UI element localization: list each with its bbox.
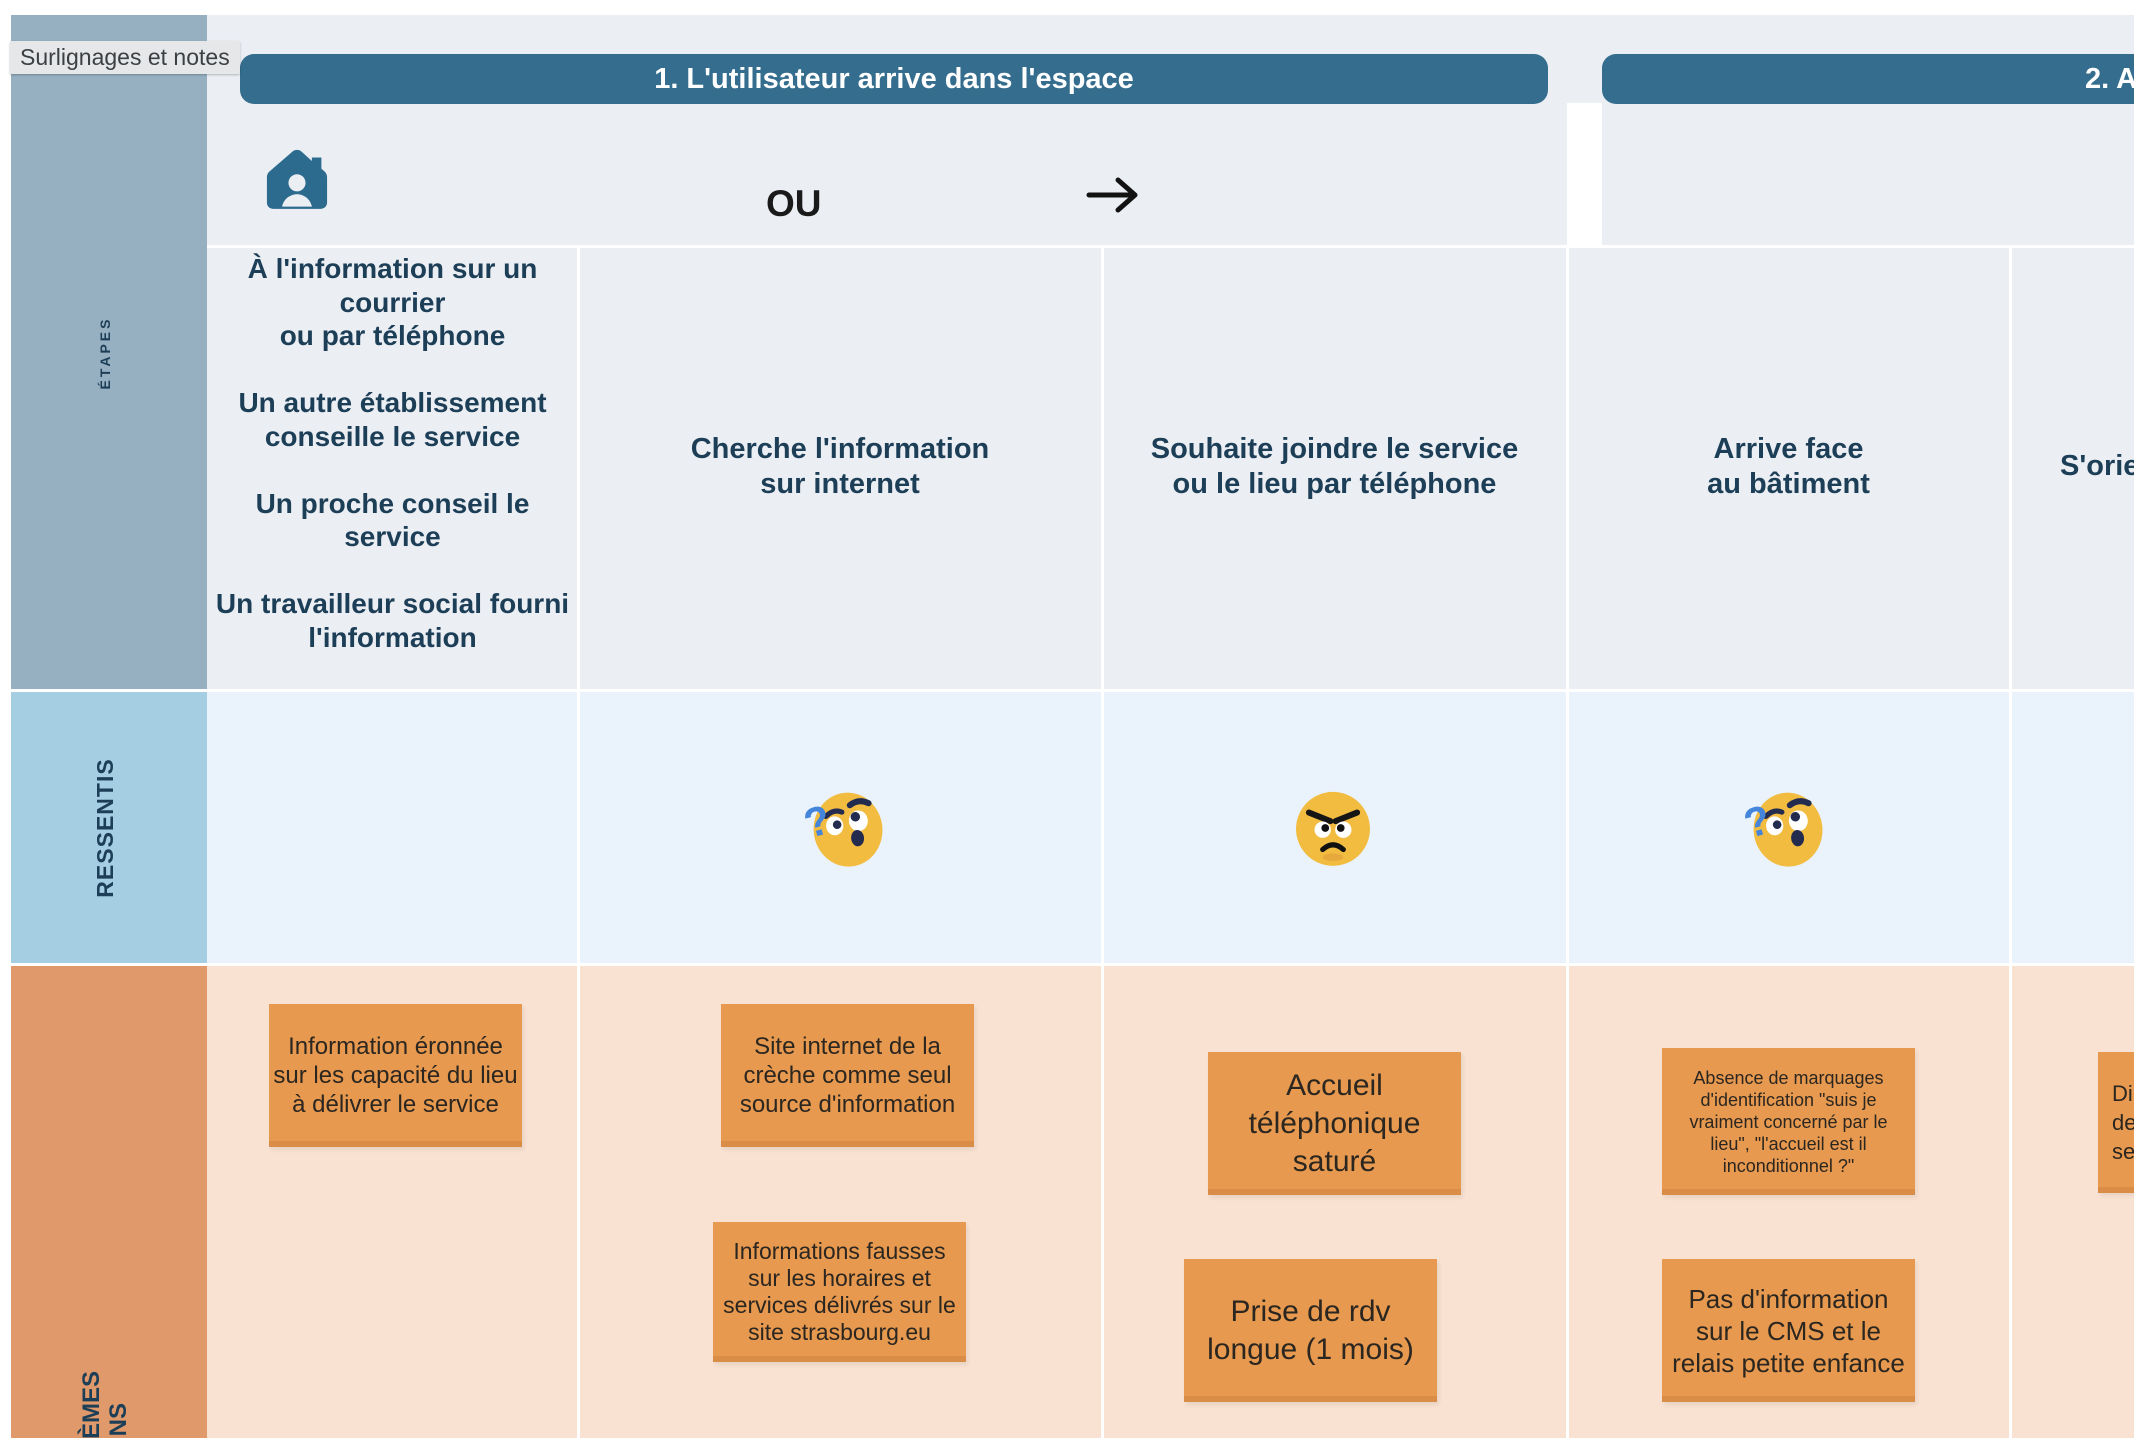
arrow-right-icon	[1085, 172, 1141, 218]
sidebar-label-ressentis: RESSENTIS	[91, 758, 118, 898]
grid-line-h3	[11, 963, 2134, 966]
sticky-note[interactable]: Informations fausses sur les horaires et…	[713, 1222, 966, 1362]
ressentis-row-background	[207, 691, 2134, 965]
etapes-row-background	[207, 15, 2134, 691]
grid-line-v3	[1566, 247, 1569, 1438]
section1-header[interactable]: 1. L'utilisateur arrive dans l'espace	[240, 54, 1548, 104]
sidebar-cell-ressentis: RESSENTIS	[11, 691, 207, 965]
angry-face-icon[interactable]	[1290, 785, 1376, 871]
home-person-icon[interactable]	[259, 142, 335, 218]
step-cherche-internet[interactable]: Cherche l'information sur internet	[690, 433, 990, 500]
grid-line-h2	[11, 689, 2134, 692]
tooltip-text: Surlignages et notes	[20, 44, 230, 70]
grid-line-v1	[577, 247, 580, 1438]
confused-face-question-icon[interactable]: ?	[1739, 781, 1835, 876]
step-joindre-telephone[interactable]: Souhaite joindre le service ou le lieu p…	[1150, 433, 1519, 500]
sticky-note[interactable]: Pas d'information sur le CMS et le relai…	[1662, 1259, 1915, 1402]
section-gap	[1567, 103, 1602, 247]
section2-title: 2. Ar	[2085, 62, 2134, 95]
sticky-note[interactable]: Absence de marquages d'identification "s…	[1662, 1048, 1915, 1195]
confused-face-question-icon[interactable]: ?	[799, 781, 895, 876]
or-connector-label: OU	[766, 183, 822, 224]
grid-line-v2	[1101, 247, 1104, 1438]
step-soriente-clipped[interactable]: S'orien	[2060, 450, 2134, 482]
section1-title: 1. L'utilisateur arrive dans l'espace	[654, 62, 1134, 95]
sidebar-cell-problemes: PROBLÈMES FREINS	[11, 965, 207, 1438]
grid-line-h1	[207, 245, 2134, 248]
grid-line-v4	[2009, 247, 2012, 1438]
sidebar-label-problemes-freins: PROBLÈMES FREINS	[78, 1371, 132, 1438]
sidebar-label-etapes: ÉTAPES	[96, 316, 113, 390]
sticky-note[interactable]: Site internet de la crèche comme seul so…	[721, 1004, 974, 1147]
sticky-note[interactable]: Prise de rdv longue (1 mois)	[1184, 1259, 1437, 1402]
sidebar-cell-etapes: ÉTAPES	[11, 15, 207, 691]
step-arrive-batiment[interactable]: Arrive face au bâtiment	[1707, 433, 1870, 500]
tooltip-surlignages: Surlignages et notes	[10, 41, 240, 74]
section2-header[interactable]: 2. Ar	[1602, 54, 2134, 104]
sticky-note-clipped[interactable]: Di de ser	[2098, 1052, 2134, 1193]
sticky-note[interactable]: Accueil téléphonique saturé	[1208, 1052, 1461, 1195]
step-entry-sources[interactable]: À l'information sur un courrier ou par t…	[215, 253, 570, 653]
sticky-note[interactable]: Information éronnée sur les capacité du …	[269, 1004, 522, 1147]
